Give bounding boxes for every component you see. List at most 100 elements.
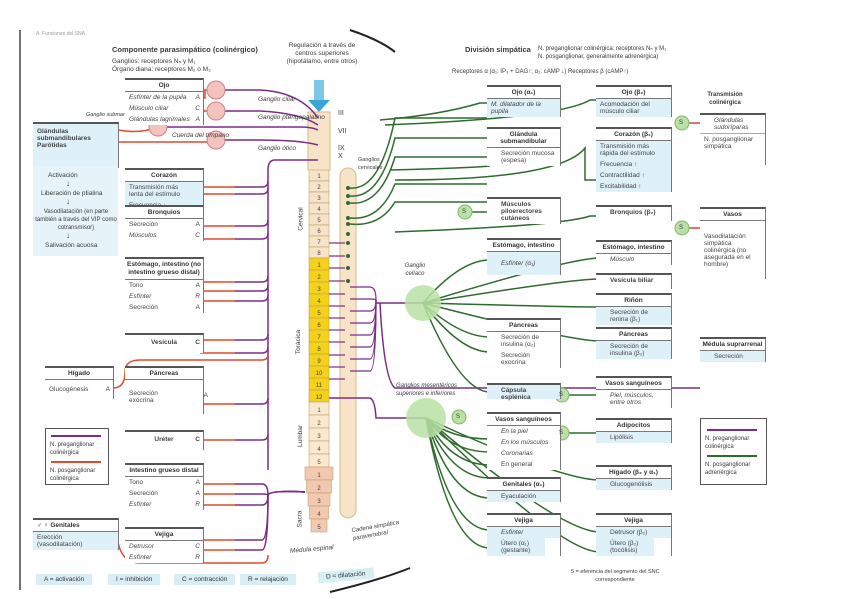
sym-receptors-line: Receptores α (α₁: IP₃ + DAG↑; α₂: cAMP ↓…	[452, 69, 629, 75]
sym-bronchi-title: Bronquios (β₂)	[610, 209, 656, 216]
sym-box-genitals: Genitales (α₁) Eyaculación	[487, 477, 561, 502]
celiac-label: Ganglio celíaco	[404, 263, 426, 277]
segment-label: 11	[316, 383, 323, 389]
sym-bladder-beta-row-1: Útero (β₂) (tocólisis)	[596, 538, 654, 556]
regulation-arrow	[308, 80, 330, 112]
sym-heart-title: Corazón (β₁)	[596, 129, 671, 141]
s-label: S	[679, 120, 684, 126]
chorda-tympani-label: Cuerda del tímpano	[172, 132, 230, 139]
cholinergic-note: N. posganglionar simpática	[704, 136, 754, 150]
vessels-box-title: Vasos	[700, 209, 765, 221]
segment-label: 4	[317, 207, 321, 213]
sym-vessels-row-3: En general	[501, 461, 533, 468]
ganglion-label-ciliary: Ganglio ciliar	[258, 96, 296, 103]
segment-label: 2	[317, 421, 321, 427]
segment-label: 2	[317, 275, 321, 281]
segment-label: 5	[317, 460, 321, 466]
nerve-pre-vagus-3	[235, 232, 269, 240]
segment-label: 2	[317, 185, 321, 191]
segment-label: 7	[317, 240, 321, 246]
sym-vessels-title: Vasos sanguíneos	[487, 414, 560, 426]
sym-box-pancreas-beta: Páncreas Secreción de insulina (β₂)	[596, 327, 672, 359]
sym-post-celiac-2	[422, 278, 601, 304]
para-box-bronchi-title: Bronquios	[125, 207, 203, 219]
sym-pancreas-alpha-title: Páncreas	[487, 320, 560, 332]
s-label: S	[679, 225, 684, 231]
sym-adipocytes-title: Adipocitos	[596, 420, 671, 432]
sym-eye-alpha-title: Ojo (α₁)	[487, 87, 560, 99]
sym-line2: N. posganglionar, generalmente adrenérgi…	[538, 54, 659, 60]
sym-pre-adrenal	[379, 302, 700, 389]
mesenteric-label: Ganglios mesentéricos superiores e infer…	[396, 383, 458, 397]
glands-box: Glándulas submandibulares Parótidas	[33, 122, 119, 168]
sym-vessels-row-1: En los músculos	[501, 439, 549, 446]
region-thoracic: Torácica	[295, 329, 303, 355]
ciliary-ganglion-1	[206, 80, 226, 100]
sym-eye-beta-title: Ojo (β₂)	[596, 87, 671, 99]
key-activation: A = activación	[36, 574, 93, 585]
key-relaxation: R = relajación	[240, 574, 296, 585]
sym-post-celiac-3	[422, 302, 601, 308]
sym-heart-row-0: Transmisión más rápida del estímulo	[600, 143, 655, 157]
sym-box-heart: Corazón (β₁) Transmisión más rápida del …	[596, 127, 672, 192]
saliva-step-3: Salivación acuosa	[45, 242, 98, 249]
sym-box-submandibular: Glándula submandibular Secreción mucosa …	[487, 127, 561, 166]
sym-bladder-alpha-title: Vejiga	[487, 515, 560, 527]
genitals-row: Erección (vasodilatación)	[37, 534, 83, 548]
sym-post-cervical-0	[349, 117, 487, 189]
segment-label: 4	[317, 299, 321, 305]
segment-label: 6	[317, 229, 321, 235]
para-box-pancreas-title: Páncreas	[125, 368, 203, 380]
sym-pancreas-alpha-row-0: Secreción de insulina (α₂)	[501, 334, 539, 348]
ganglion-label-submandibular: Ganglio submandibular	[86, 112, 143, 118]
arrow-down-icon: ↓	[66, 231, 70, 240]
ganglion-label-pterygopalatine: Ganglio pterigopalatino	[258, 114, 325, 121]
sym-stomach-alpha-title: Estómago, intestino	[487, 240, 560, 252]
sym-vessels-beta-title: Vasos sanguíneos	[596, 378, 671, 390]
sym-liver-title: Hígado (β₂ y α₁)	[596, 467, 671, 479]
sym-pre-celiac-0	[350, 286, 377, 301]
nerve-pre-vagus-10	[235, 433, 269, 441]
sym-post-bronchi	[394, 215, 600, 233]
sym-box-vessels-beta: Vasos sanguíneos Piel, músculos, entre o…	[596, 376, 672, 408]
saliva-step-2: Vasodilatación (en parte también a travé…	[35, 209, 117, 231]
chain-ganglion-node	[346, 241, 350, 245]
vessels-box: Vasos Vasodilatación simpática colinérgi…	[700, 207, 766, 279]
sym-submandibular-title: Glándula submandibular	[487, 129, 560, 148]
para-box-heart-title: Corazón	[125, 170, 203, 182]
sym-post-cervical-4	[349, 201, 487, 226]
otic-ganglion	[206, 130, 226, 150]
sym-post-mesenteric-7	[425, 417, 601, 533]
cervical-ganglia-label: Ganglios cervicales	[358, 157, 383, 171]
nerve-pre-vagus-1	[235, 187, 269, 195]
sym-legend-post-label: N. posganglionar adrenérgica	[705, 462, 751, 476]
sym-pancreas-alpha-row-1: Secreción exocrina	[501, 352, 530, 366]
page-header: A. Funciones del SNA	[36, 31, 85, 37]
segment-label: 12	[316, 395, 323, 401]
ciliary-ganglion-2	[206, 101, 226, 121]
arrow-down-icon: ↓	[66, 197, 70, 206]
chain-ganglion-node	[346, 222, 350, 226]
liver-box-title: Hígado	[45, 368, 113, 380]
chain-ganglion-node	[346, 254, 350, 258]
chain-ganglion-node	[346, 194, 350, 198]
segment-label: 7	[317, 335, 321, 341]
sym-adrenal-row: Secreción	[700, 351, 765, 362]
sym-genitals-row: Eyaculación	[487, 491, 560, 502]
nerve-pre-vagus-6	[235, 294, 269, 302]
sym-kidney-title: Riñón	[596, 295, 671, 307]
sym-line1: N. preganglionar colinérgica: receptores…	[538, 46, 667, 52]
sym-box-bladder-beta: Vejiga Detrusor (β₂) Útero (β₂) (tocólis…	[596, 513, 672, 556]
regulation-label: Regulación a través de centros superiore…	[286, 42, 358, 65]
sym-genitals-title: Genitales (α₁)	[487, 479, 560, 491]
